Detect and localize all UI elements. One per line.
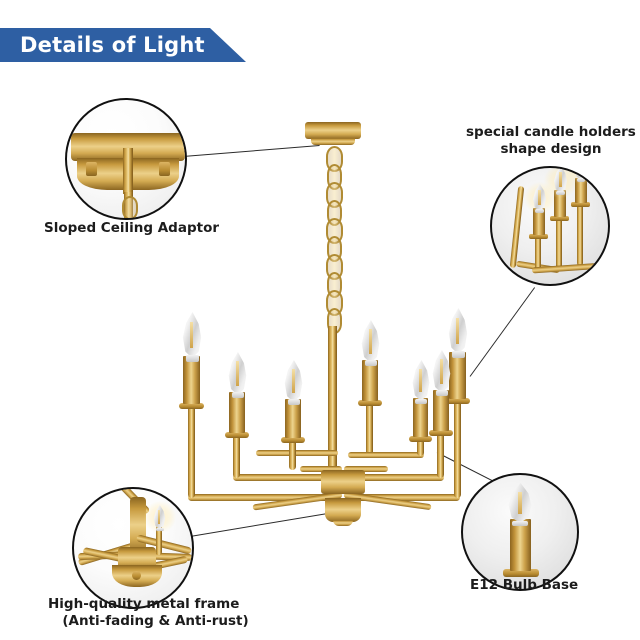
e12-sleeve [510,519,531,571]
callout-metal-frame [72,487,194,609]
caption-sloped-ceiling-adaptor: Sloped Ceiling Adaptor [44,220,219,236]
caption-candle-holders-line1: special candle holders [466,124,636,140]
arm-horizontal-right-short [344,466,388,472]
page-title: Details of Light [20,33,205,57]
arm-riser-left-1 [188,381,195,498]
arm-horizontal-right-mid [348,474,444,481]
leader-line-metal-frame [189,511,337,537]
caption-candle-holders-line2: shape design [500,141,602,157]
canopy-base-ring [311,138,355,145]
arm-riser-right-1 [454,377,461,498]
holder-riser-3 [577,198,583,266]
arm-horizontal-right-outer [348,494,460,501]
adaptor-screw-left [86,162,97,176]
ceiling-canopy [305,122,361,139]
arm-riser-left-3 [289,425,296,470]
arm-horizontal-right-inner [348,452,424,458]
e12-bulb [505,483,535,527]
frame-bulb [152,505,167,531]
holder-riser-2 [556,212,562,270]
callout-e12-bulb-base [461,473,579,591]
center-stem [328,326,337,476]
center-hub-upper [321,470,365,494]
arm-horizontal-left-mid [233,474,338,481]
center-hub-cap [333,520,353,526]
arm-riser-left-2 [233,424,240,478]
arm-riser-right-2 [437,424,444,478]
frame-bulb-riser [156,525,162,555]
leader-line-candle-holders [469,287,536,377]
arm-horizontal-left-short [300,466,342,472]
arm-riser-left-4 [366,385,373,455]
caption-metal-frame-line2: (Anti-fading & Anti-rust) [62,613,249,629]
arm-riser-right-3 [417,428,424,456]
leader-line-ceiling-adaptor [182,145,320,157]
frame-hub-body [118,547,156,569]
center-hub-lower [325,498,361,522]
adaptor-screw-right [159,162,170,176]
adaptor-drop-stem [123,148,133,194]
arm-horizontal-left-outer [188,494,338,501]
caption-metal-frame-line1: High-quality metal frame [48,596,240,612]
caption-e12-bulb-base: E12 Bulb Base [470,577,579,593]
holder-arm-left [509,185,525,269]
callout-candle-holders [490,166,610,286]
holder-riser-1 [535,230,541,272]
arm-horizontal-left-inner [256,450,338,456]
callout-sloped-ceiling-adaptor [65,98,187,220]
adaptor-chain-link [122,196,138,218]
frame-hub-screw [132,571,141,580]
header-banner [0,28,246,62]
e12-cup [503,569,539,577]
